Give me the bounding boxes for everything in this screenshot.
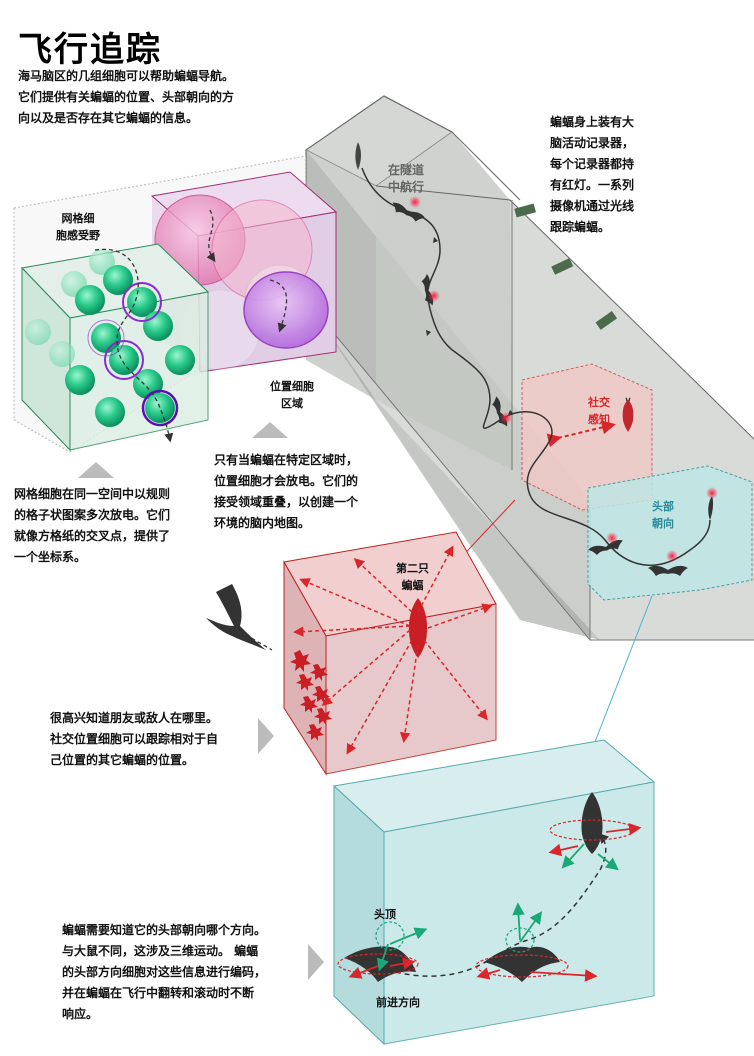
- second-bat-label: 第二只蝙蝠: [396, 562, 429, 592]
- forward-direction-label: 前进方向: [376, 996, 420, 1009]
- pointer-triangle: [78, 462, 114, 478]
- pointer-triangle: [258, 718, 274, 754]
- camera-icon: [514, 203, 618, 330]
- heading-label: 头部朝向: [652, 500, 674, 530]
- place-cell-label: 位置细胞区域: [270, 380, 314, 410]
- flying-bat-icon: [206, 584, 273, 651]
- social-perception-label: 社交感知: [588, 396, 610, 426]
- page-title: 飞行追踪: [18, 30, 162, 70]
- social-cell-caption: 很高兴知道朋友或敌人在哪里。社交位置细胞可以跟踪相对于自己位置的其它蝙蝠的位置。: [50, 711, 219, 767]
- tunnel-label: 在隧道中航行: [388, 163, 425, 194]
- pointer-triangle: [252, 422, 288, 438]
- grid-cell-box: [20, 243, 210, 452]
- red-light: [409, 196, 718, 562]
- grid-cell-caption: 网格细胞在同一空间中以规则的格子状图案多次放电。它们就像方格纸的交叉点，提供了一…: [14, 487, 171, 564]
- pointer-triangle: [308, 944, 324, 980]
- head-direction-caption: 蝙蝠需要知道它的头部朝向哪个方向。与大鼠不同，这涉及三维运动。 蝙蝠的头部方向细…: [62, 923, 267, 1021]
- recorder-caption: 蝙蝠身上装有大脑活动记录器，每个记录器都持有红灯。一系列摄像机通过光线跟踪蝙蝠。: [550, 115, 635, 234]
- head-direction-box: [332, 739, 656, 1046]
- top-of-head-label: 头顶: [374, 908, 396, 921]
- intro-text: 海马脑区的几组细胞可以帮助蝙蝠导航。它们提供有关蝙蝠的位置、头部朝向的方向以及是…: [18, 69, 235, 125]
- place-cell-caption: 只有当蝙蝠在特定区域时，位置细胞才会放电。它们的接受领域重叠，以创建一个环境的脑…: [214, 453, 359, 530]
- tunnel-bat: [355, 142, 714, 576]
- social-cell-box: [283, 531, 497, 776]
- grid-cell-label: 网格细胞感受野: [56, 212, 100, 242]
